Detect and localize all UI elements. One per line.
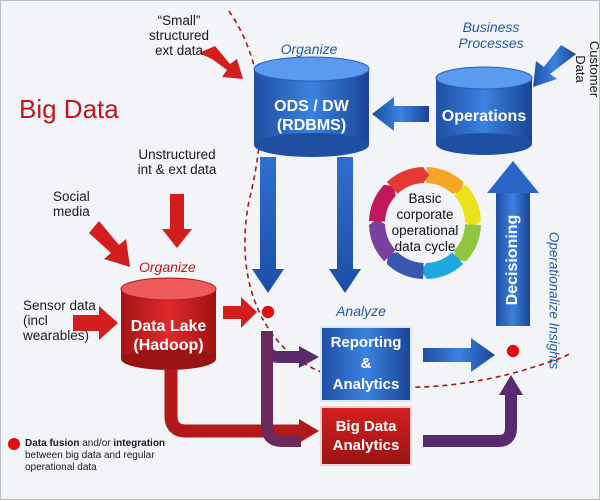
- legend-line-3: operational data: [25, 462, 97, 473]
- label-analyze: Analyze: [336, 303, 386, 319]
- cycle-segment: [386, 252, 424, 279]
- cycle-segment: [369, 184, 396, 222]
- cycle-segment: [369, 218, 396, 262]
- label-customer: Customer Data: [573, 40, 600, 98]
- label-business-processes: Business Processes: [458, 19, 524, 51]
- node-operations-label: Operations: [441, 108, 527, 125]
- node-bda-label: Big Data Analytics: [332, 418, 400, 454]
- arrow-social: [89, 221, 130, 267]
- node-data-lake-label: Data Lake (Hadoop): [130, 318, 207, 354]
- arrow-unstructured: [162, 194, 192, 248]
- reporting-box: [320, 326, 412, 402]
- legend: Data fusion and/or integration between b…: [25, 438, 165, 474]
- cycle-segment: [386, 167, 430, 194]
- arrow-reporting-to-fusion: [423, 338, 495, 372]
- label-organize-lake: Organize: [139, 259, 196, 275]
- label-social: Social media: [53, 189, 90, 219]
- arrow-small-structured: [199, 46, 243, 79]
- data-lake-cylinder: [120, 277, 217, 370]
- arrow-operations-to-ods: [372, 97, 429, 131]
- operations-cylinder: [435, 66, 533, 155]
- arrow-bda-to-fusion: [423, 393, 517, 447]
- legend-dot: [8, 438, 20, 450]
- label-small-structured: “Small” structured ext data: [148, 13, 210, 58]
- title: Big Data: [19, 94, 119, 124]
- legend-bold-1: Data fusion: [25, 438, 80, 449]
- arrow-lake-to-bda: [164, 369, 301, 438]
- node-reporting-label: Reporting & Analytics: [330, 334, 402, 393]
- label-decisioning: Decisioning: [504, 214, 521, 306]
- decisioning-arrow-body: [496, 191, 530, 326]
- cycle-segment: [454, 184, 481, 228]
- arrow-lake-to-fusion: [223, 297, 257, 328]
- fusion-dot-left: [260, 304, 276, 320]
- fusion-dot-right: [505, 343, 521, 359]
- label-unstructured: Unstructured int & ext data: [137, 147, 217, 177]
- node-ods-dw-label: ODS / DW (RDBMS): [274, 98, 349, 134]
- label-operationalize: Operationalize Insights: [546, 231, 562, 370]
- legend-line-2: between big data and regular: [25, 450, 155, 461]
- bda-box: [320, 406, 412, 466]
- cycle-segment: [426, 167, 464, 194]
- label-sensor: Sensor data (incl wearables): [23, 298, 96, 343]
- legend-bold-2: integration: [113, 438, 166, 449]
- cycle-label: Basic corporate operational data cycle: [391, 191, 459, 254]
- arrow-customer-to-operations: [533, 45, 576, 87]
- arrow-ods-to-fusion: [252, 157, 284, 293]
- cycle-ring: [369, 167, 481, 279]
- label-organize-top: Organize: [280, 41, 338, 57]
- arrow-ods-to-reporting: [329, 157, 361, 293]
- arrow-sensor: [73, 306, 118, 340]
- decisioning-arrow-head: [487, 161, 539, 193]
- cycle-segment: [420, 252, 464, 279]
- ods-dw-cylinder: [253, 56, 370, 157]
- cycle-segment: [454, 224, 481, 262]
- arrow-fusion-to-bda: [261, 331, 301, 447]
- legend-text: and/or: [79, 438, 114, 449]
